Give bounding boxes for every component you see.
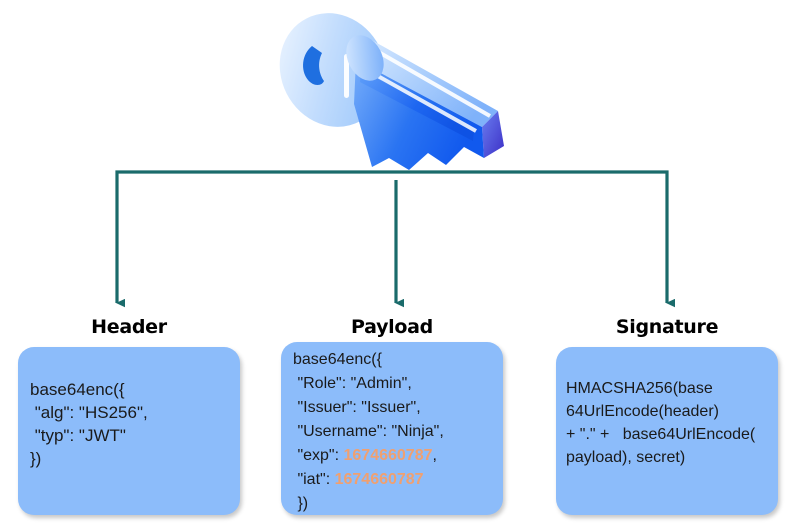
code-line: }) [293,495,309,512]
connector-signature [396,170,675,308]
timestamp-value: 1674660787 [334,471,424,488]
code-line: "Issuer": "Issuer", [293,399,421,416]
timestamp-value: 1674660787 [343,447,433,464]
code-line: "Username": "Ninja", [293,423,444,440]
code-key: "iat": [293,471,335,488]
code-line: base64enc({ [30,380,125,399]
code-line: 64UrlEncode(header) [566,403,719,420]
code-line: HMACSHA256(base [566,380,713,397]
code-line: }) [30,449,42,468]
code-line: "exp": 1674660787, [293,444,495,468]
signature-box: HMACSHA256(base 64UrlEncode(header) + "." … [556,347,778,515]
payload-box: base64enc({ "Role": "Admin", "Issuer": "… [281,342,503,515]
header-box: base64enc({ "alg": "HS256", "typ": "JWT"… [18,347,240,515]
connector-header [115,170,396,308]
code-key: "exp": [293,447,344,464]
key-hole [303,46,324,85]
key-neck [346,35,384,81]
label-payload: Payload [351,316,433,338]
code-line: payload), secret) [566,449,686,466]
code-suffix: , [432,447,437,464]
label-header: Header [91,316,167,338]
code-line: + "." + base64UrlEncode( [566,426,756,443]
code-line: base64enc({ [293,351,382,368]
code-line: "Role": "Admin", [293,375,412,392]
key-tip [482,111,504,158]
key-edge-line-mid [359,64,477,133]
code-line: "typ": "JWT" [30,426,126,445]
label-signature: Signature [615,316,719,338]
code-line: "alg": "HS256", [30,403,148,422]
header-box-text: base64enc({ "alg": "HS256", "typ": "JWT"… [30,378,232,470]
code-line: "iat": 1674660787 [293,468,495,492]
signature-box-text: HMACSHA256(base 64UrlEncode(header) + "." … [566,377,770,469]
key-head-highlight [344,54,349,98]
key-edge-line-top [367,44,491,118]
key-icon [268,7,524,188]
payload-box-text: base64enc({ "Role": "Admin", "Issuer": "… [293,348,495,515]
key-teeth [360,70,474,141]
